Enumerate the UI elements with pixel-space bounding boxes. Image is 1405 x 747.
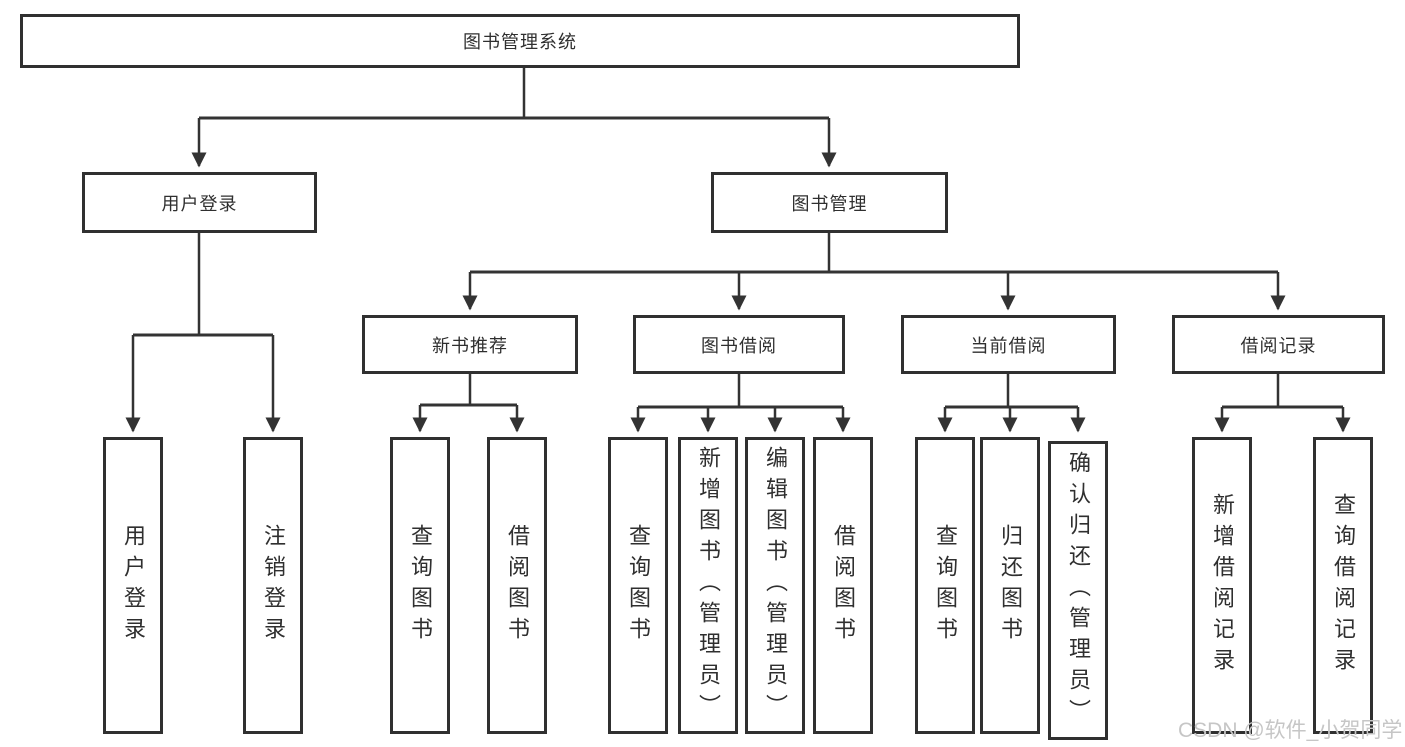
node-book-management: 图书管理 bbox=[711, 172, 948, 233]
node-book-borrow: 图书借阅 bbox=[633, 315, 845, 374]
leaf-user-login: 用户登录 bbox=[103, 437, 163, 734]
leaf-borrow-add-books-admin: 新增图书（管理员） bbox=[678, 437, 738, 734]
leaf-current-return-books: 归还图书 bbox=[980, 437, 1040, 734]
connector-records-to-leaves bbox=[1214, 374, 1351, 433]
csdn-watermark: CSDN @软件_小贺同学 bbox=[1178, 719, 1403, 742]
leaf-borrow-borrow-books: 借阅图书 bbox=[813, 437, 873, 734]
connector-current-to-leaves bbox=[937, 374, 1086, 433]
node-borrow-records: 借阅记录 bbox=[1172, 315, 1385, 374]
connector-bookmgmt-to-level3 bbox=[462, 233, 1286, 311]
leaf-logout: 注销登录 bbox=[243, 437, 303, 734]
connector-root-to-level2 bbox=[191, 68, 837, 168]
node-current-borrow: 当前借阅 bbox=[901, 315, 1116, 374]
leaf-records-query-record: 查询借阅记录 bbox=[1313, 437, 1373, 734]
leaf-borrow-edit-books-admin: 编辑图书（管理员） bbox=[745, 437, 805, 734]
node-root: 图书管理系统 bbox=[20, 14, 1020, 68]
leaf-recommend-borrow-books: 借阅图书 bbox=[487, 437, 547, 734]
leaf-borrow-query-books: 查询图书 bbox=[608, 437, 668, 734]
connector-borrow-to-leaves bbox=[630, 374, 851, 433]
leaf-current-query-books: 查询图书 bbox=[915, 437, 975, 734]
node-user-login: 用户登录 bbox=[82, 172, 317, 233]
leaf-recommend-query-books: 查询图书 bbox=[390, 437, 450, 734]
leaf-current-confirm-return-admin: 确认归还（管理员） bbox=[1048, 441, 1108, 740]
connector-recommend-to-leaves bbox=[412, 374, 525, 433]
connector-userlogin-to-leaves bbox=[125, 233, 281, 433]
node-new-book-recommend: 新书推荐 bbox=[362, 315, 578, 374]
leaf-records-add-record: 新增借阅记录 bbox=[1192, 437, 1252, 734]
